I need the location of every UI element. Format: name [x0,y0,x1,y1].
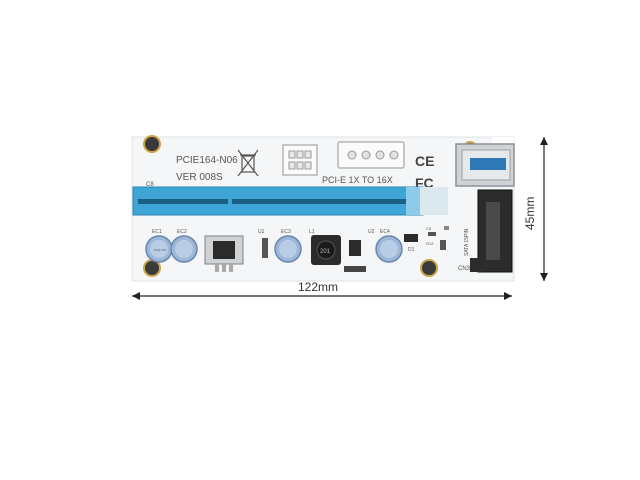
width-label: 122mm [298,280,338,294]
label-ec2: EC2 [177,229,187,235]
label-d1: D1 [408,247,415,253]
molex-power-connector [337,141,405,169]
smd-chip-row [344,266,366,272]
label-l1: L1 [309,229,315,235]
label-u2: U2 [368,229,375,235]
inductor-l1: 201 [311,235,341,265]
model-line2: VER 008S [176,172,223,183]
smd-resistor-c5 [440,240,446,250]
inductor-code: 201 [320,249,331,255]
smd-resistor-r12 [428,232,436,236]
voltage-regulator [204,235,244,272]
capacitor-ec4 [375,235,403,263]
capacitor-ec3 [274,235,302,263]
width-dimension [132,292,512,300]
label-r12: R12 [426,241,434,246]
diode-d1 [404,234,418,242]
status-led [444,226,449,230]
capacitor-ec1 [145,235,173,263]
height-label: 45mm [523,197,537,230]
usb-port [455,143,515,187]
label-c5: C5 [426,226,432,231]
model-line1: PCIE164-N06 [176,155,238,166]
weee-bin-icon [237,149,259,177]
label-ec1: EC1 [152,229,162,235]
six-pin-power-connector [282,144,318,176]
pcie-x16-slot [132,186,448,216]
smd-resistors [262,238,268,258]
label-ec3: EC3 [281,229,291,235]
label-ec4: EC4 [380,229,390,235]
ic-chip [349,240,361,256]
sata-label: SATA 15PIN [464,228,470,256]
label-u1: U1 [258,229,265,235]
ce-mark: CE [415,153,434,169]
capacitor-ec2 [170,235,198,263]
height-dimension [540,137,548,281]
label-c8: C8 [146,182,154,188]
sata-power-connector [470,189,513,273]
slot-label: PCI-E 1X TO 16X [322,175,393,185]
capacitor-rating: 100uF 25V [154,249,167,252]
cn3-label: CN3 [458,266,471,272]
